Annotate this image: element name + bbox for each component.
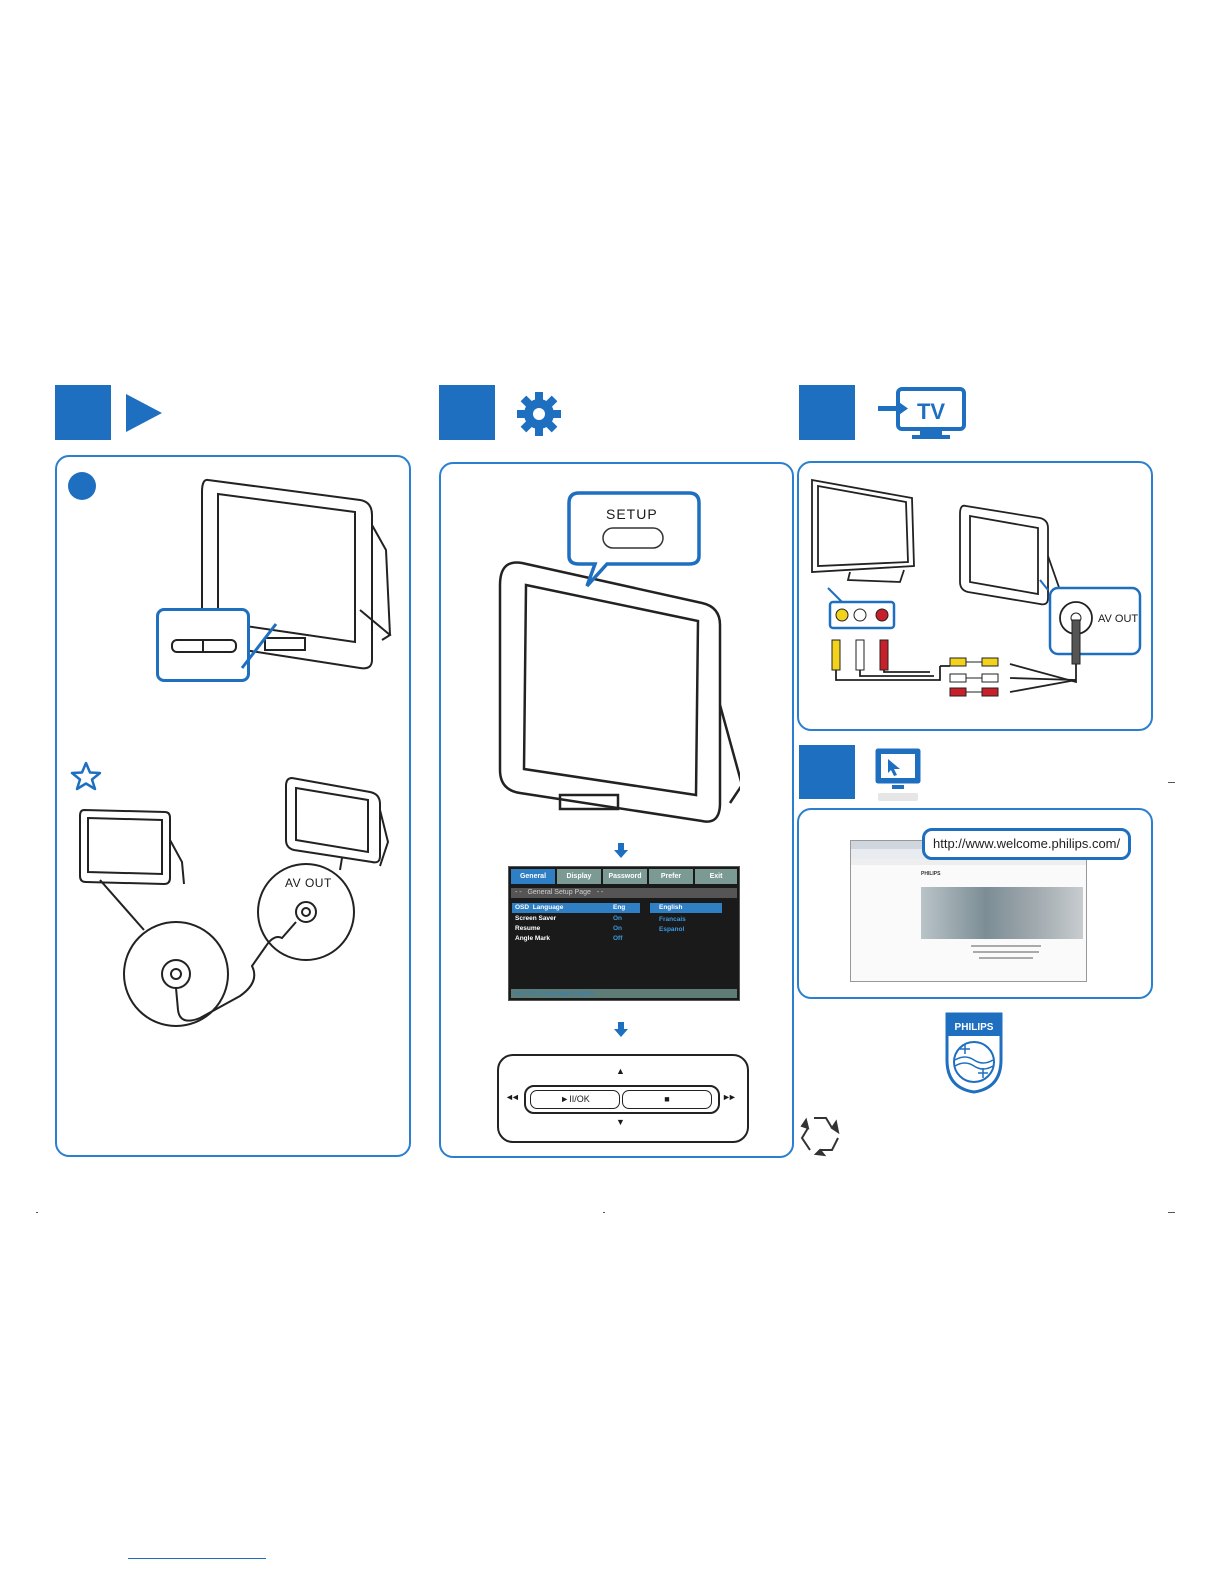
tab-prefer[interactable]: Prefer [649,869,693,884]
computer-icon [872,745,924,803]
stop-button[interactable]: ■ [622,1090,712,1109]
menu-row-label[interactable]: Screen Saver [515,914,556,924]
browser-window: PHILIPS [850,840,1087,982]
tab-exit[interactable]: Exit [695,869,737,884]
stop-icon: ■ [664,1094,669,1104]
av-out-label-left: AV OUT [285,876,332,890]
linked-players-illustration [70,770,400,1050]
trim-mark [1168,1212,1175,1213]
player-illustration-large [480,555,740,835]
next-icon[interactable]: ►► [722,1092,734,1102]
menu-option[interactable]: English [659,903,682,913]
menu-row-value: On [613,924,622,934]
menu-row-value: Eng [613,903,625,913]
menu-status-bar: Set OSD Language English [511,989,737,998]
down-arrow-icon[interactable]: ▼ [616,1117,625,1127]
down-arrow-1 [614,843,628,859]
av-out-label-right: AV OUT [1098,613,1138,625]
tv-icon: TV [876,386,968,442]
site-hero-image [921,887,1083,939]
prev-icon[interactable]: ◄◄ [505,1092,517,1102]
menu-option[interactable]: Francais [659,915,686,925]
philips-shield-icon: PHILIPS [945,1012,1003,1094]
menu-row-label[interactable]: Angle Mark [515,934,550,944]
philips-site-logo: PHILIPS [921,871,940,877]
tv-label: TV [917,399,945,424]
callout-connector [240,610,280,670]
tab-password[interactable]: Password [603,869,647,884]
menu-row-label[interactable]: OSD Language [515,903,563,913]
down-arrow-2 [614,1022,628,1038]
philips-logo-text: PHILIPS [955,1022,994,1033]
menu-row-label[interactable]: Resume [515,924,540,934]
recycle-icon [796,1110,844,1158]
step-1-square [55,385,111,440]
step-2-square [439,385,495,440]
trim-mark [36,1212,38,1213]
tab-general[interactable]: General [511,869,555,884]
play-ok-label: ►II/OK [560,1094,589,1104]
menu-row-value: On [613,914,622,924]
play-icon [124,392,164,434]
trim-mark [603,1212,605,1213]
menu-page-title: - - General Setup Page - - [511,888,737,898]
play-ok-button[interactable]: ►II/OK [530,1090,620,1109]
tab-display[interactable]: Display [557,869,601,884]
step-3-square [799,385,855,440]
setup-menu-screen: General Display Password Prefer Exit - -… [508,866,740,1001]
url-bubble[interactable]: http://www.welcome.philips.com/ [922,828,1131,860]
step-bullet [68,472,96,500]
up-arrow-icon[interactable]: ▲ [616,1066,625,1076]
trim-mark [1168,782,1175,783]
menu-option[interactable]: Espanol [659,925,684,935]
gear-icon [515,390,563,438]
setup-bubble [565,490,705,590]
tv-connection-illustration [800,470,1145,720]
step-4-square [799,745,855,799]
button-zoom-callout [156,608,250,682]
setup-label: SETUP [606,506,658,522]
menu-row-value: Off [613,934,622,944]
bottom-rule [128,1558,266,1559]
